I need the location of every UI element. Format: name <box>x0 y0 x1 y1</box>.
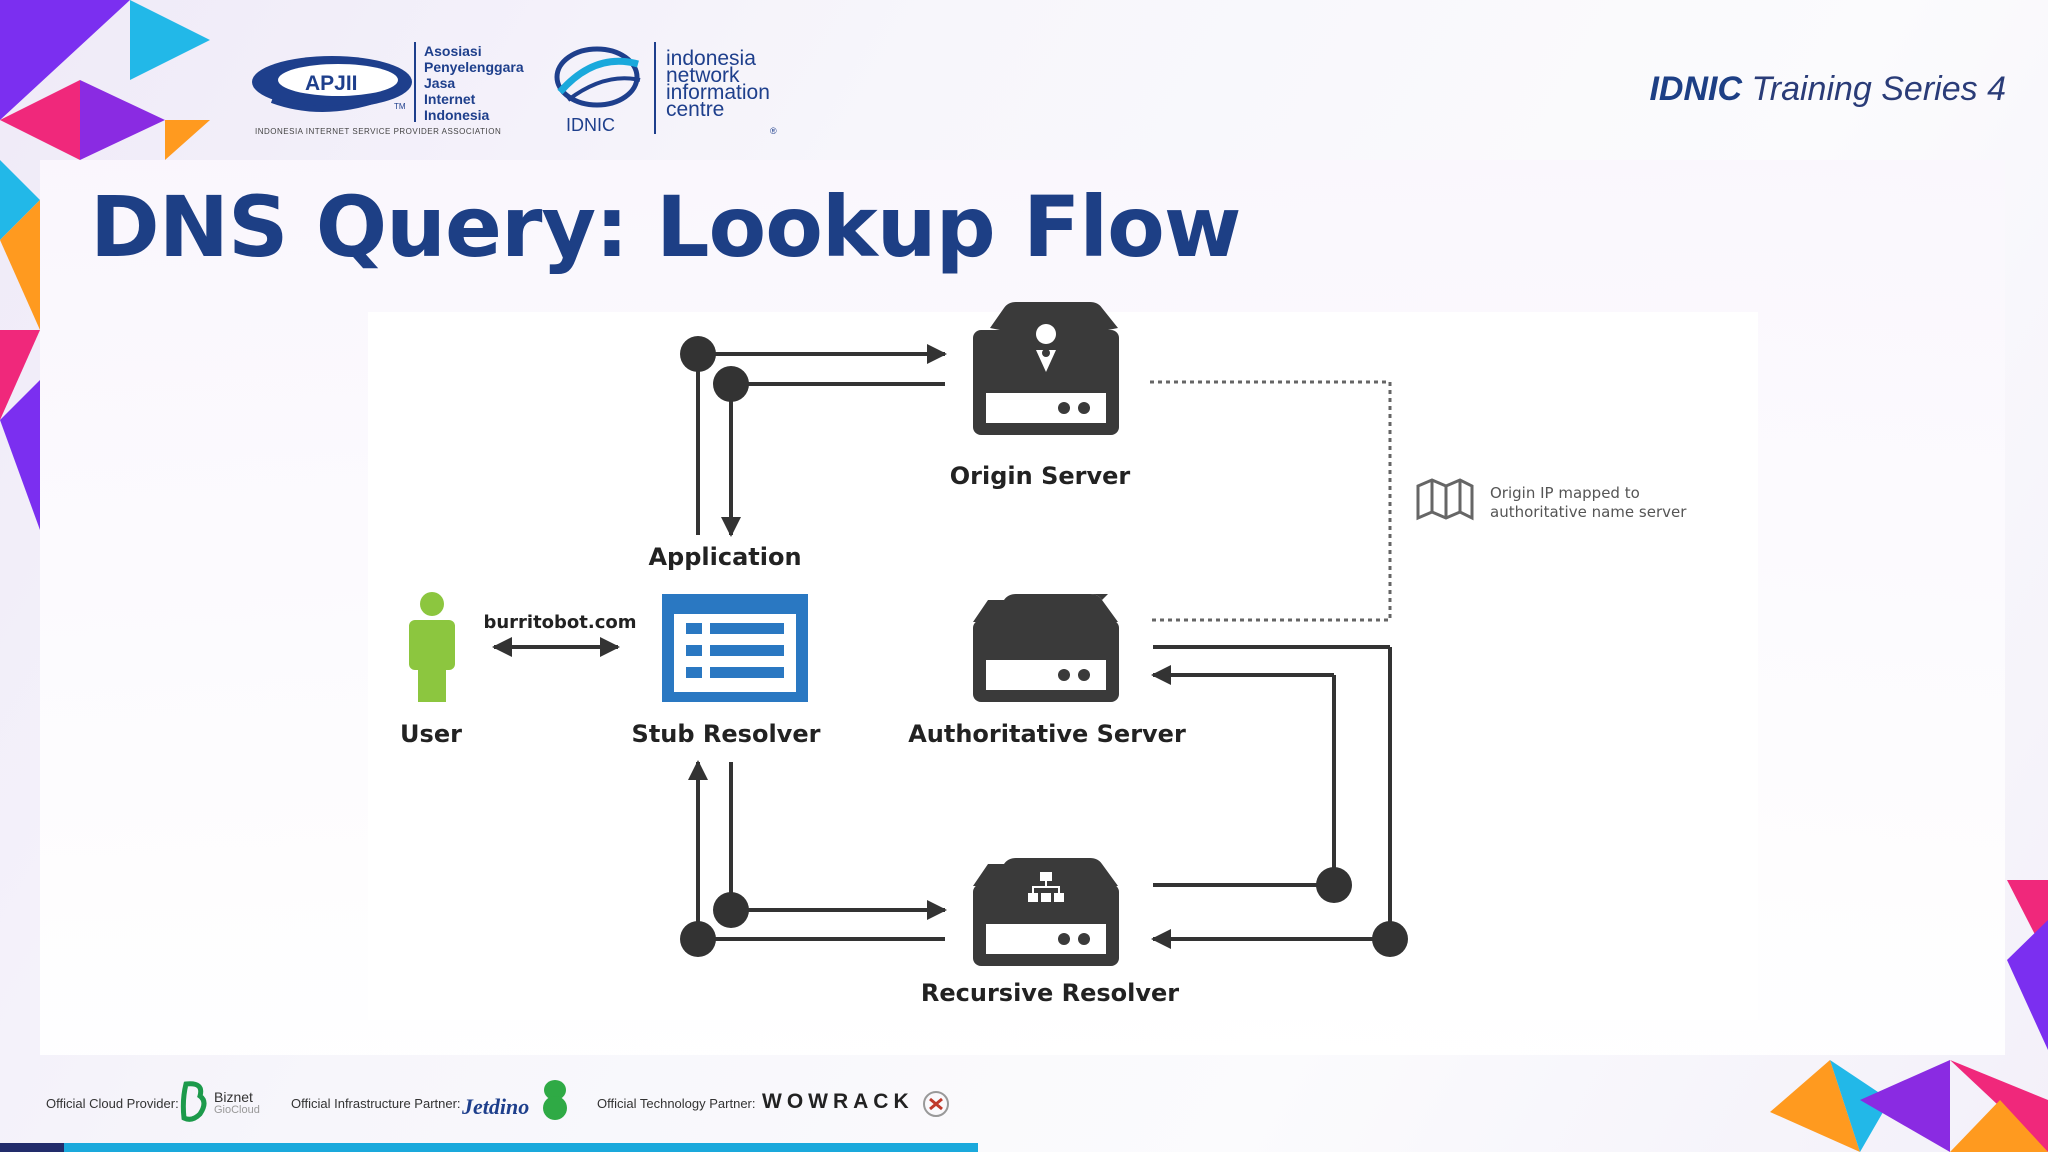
biznet-brand-sub: GioCloud <box>214 1104 260 1116</box>
tech-partner-label: Official Technology Partner: <box>597 1096 756 1111</box>
infra-partner-label: Official Infrastructure Partner: <box>291 1096 461 1111</box>
series-title-rest: Training Series 4 <box>1751 70 2007 108</box>
biznet-brand: Biznet <box>214 1089 253 1105</box>
application-label: Application <box>648 543 802 571</box>
idnic-name: indonesia network information centre <box>666 47 770 121</box>
jetdino-brand: Jetdino <box>462 1094 530 1119</box>
apjii-tagline: INDONESIA INTERNET SERVICE PROVIDER ASSO… <box>255 127 502 136</box>
apjii-logo-text: APJII <box>305 72 358 95</box>
footer-bar-accent <box>0 1143 64 1152</box>
stub-resolver-label: Stub Resolver <box>631 720 821 748</box>
slide-title: DNS Query: Lookup Flow <box>90 178 1241 276</box>
idnic-logo-text: IDNIC <box>566 115 615 135</box>
apjii-tm: TM <box>394 102 406 111</box>
diagram-area <box>368 312 1758 1020</box>
mapping-note: Origin IP mapped to authoritative name s… <box>1490 484 1687 521</box>
footer-bar <box>0 1143 978 1152</box>
edge-label-domain: burritobot.com <box>483 612 637 633</box>
authoritative-server-label: Authoritative Server <box>908 720 1186 748</box>
idnic-registered: ® <box>770 126 777 136</box>
recursive-resolver-label: Recursive Resolver <box>920 979 1180 1007</box>
cloud-provider-label: Official Cloud Provider: <box>46 1096 179 1111</box>
series-title: IDNIC Training Series 4 <box>1649 70 2006 109</box>
apjii-name: Asosiasi Penyelenggara Jasa Internet Ind… <box>424 43 524 123</box>
user-label: User <box>400 720 462 748</box>
wowrack-brand: WOWRACK <box>762 1090 914 1113</box>
series-title-bold: IDNIC <box>1649 70 1743 108</box>
origin-server-label: Origin Server <box>949 462 1131 490</box>
